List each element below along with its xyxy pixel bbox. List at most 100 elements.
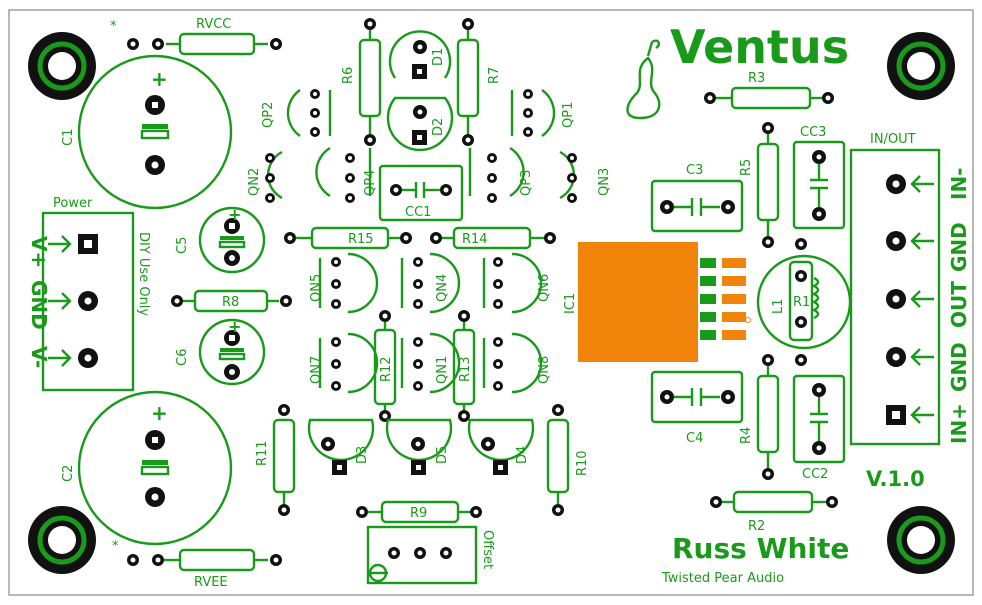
d1-label: D1 xyxy=(431,48,446,66)
r7-label: R7 xyxy=(487,67,502,84)
diode-d5 xyxy=(385,418,453,475)
r6-label: R6 xyxy=(341,67,356,84)
capacitor-c5 xyxy=(198,206,266,274)
vminus-label: V- xyxy=(27,346,51,368)
transistor-qp4 xyxy=(315,146,372,203)
power-connector xyxy=(41,211,135,392)
qn5-label: QN5 xyxy=(309,274,324,302)
gnd-bottom-label: GND xyxy=(947,342,971,392)
diode-d4 xyxy=(467,418,535,475)
transistor-qn3 xyxy=(559,150,577,203)
r13-label: R13 xyxy=(458,356,473,382)
transistor-qn6 xyxy=(482,252,543,314)
star-mark-bottom: * xyxy=(112,539,119,554)
resistor-rvee xyxy=(127,548,282,572)
resistor-r5 xyxy=(756,122,780,248)
c1-plus: + xyxy=(151,67,168,91)
qn7-label: QN7 xyxy=(309,356,324,384)
r2-label: R2 xyxy=(748,519,765,534)
star-mark-top: * xyxy=(110,19,117,34)
in-out-label: IN/OUT xyxy=(870,132,916,147)
c6-plus: + xyxy=(228,317,241,336)
c6-label: C6 xyxy=(175,349,190,366)
r5-label: R5 xyxy=(739,159,754,176)
diode-d1 xyxy=(388,30,452,79)
capacitor-c6 xyxy=(198,318,266,386)
transistor-qn8 xyxy=(482,332,543,394)
resistor-r7 xyxy=(456,18,480,146)
qp3-label: QP3 xyxy=(519,170,534,196)
gnd-top-label: GND xyxy=(947,222,971,272)
rvee-label: RVEE xyxy=(194,575,228,590)
in-plus-label: IN+ xyxy=(947,403,971,444)
mounting-hole-top-left xyxy=(28,32,96,100)
r14-label: R14 xyxy=(462,232,488,247)
mounting-hole-top-right xyxy=(887,32,955,100)
resistor-r9 xyxy=(356,500,482,524)
in-minus-label: IN- xyxy=(947,168,971,200)
diode-d3 xyxy=(307,418,375,475)
d3-label: D3 xyxy=(355,446,370,464)
transistor-qp1 xyxy=(510,89,556,137)
version-label: V.1.0 xyxy=(866,467,925,491)
c2-plus: + xyxy=(151,401,168,425)
transistor-qn7 xyxy=(318,332,379,394)
gnd-label: GND xyxy=(27,280,51,330)
r4-label: R4 xyxy=(739,427,754,444)
resistor-rvcc xyxy=(127,32,282,56)
r12-label: R12 xyxy=(379,356,394,382)
capacitor-cc3 xyxy=(792,140,846,230)
c5-plus: + xyxy=(228,205,241,224)
r10-label: R10 xyxy=(575,450,590,476)
offset-trimmer xyxy=(366,525,478,585)
resistor-r10 xyxy=(546,404,570,516)
transistor-qp3 xyxy=(468,146,525,203)
out-label: OUT xyxy=(947,281,971,328)
capacitor-cc2 xyxy=(792,374,846,464)
title: Ventus xyxy=(670,20,849,74)
offset-label: Offset xyxy=(480,530,495,569)
capacitor-c1 xyxy=(77,54,233,210)
power-label: Power xyxy=(53,196,93,211)
mounting-hole-bottom-right xyxy=(887,506,955,574)
c4-label: C4 xyxy=(686,431,703,446)
capacitor-cc1 xyxy=(378,164,464,222)
capacitor-c3 xyxy=(650,179,744,233)
author-label: Russ White xyxy=(672,532,849,565)
resistor-r6 xyxy=(358,18,382,146)
qn1-label: QN1 xyxy=(435,356,450,384)
r11-label: R11 xyxy=(255,440,270,466)
d2-label: D2 xyxy=(431,118,446,136)
capacitor-c2 xyxy=(77,390,233,546)
qp1-label: QP1 xyxy=(561,102,576,128)
r8-label: R8 xyxy=(222,295,239,310)
transistor-qn2 xyxy=(265,150,283,203)
transistor-qn1 xyxy=(400,332,461,394)
d5-label: D5 xyxy=(435,446,450,464)
resistor-r3 xyxy=(704,86,834,110)
resistor-r13 xyxy=(452,310,476,422)
diode-d2 xyxy=(386,96,454,152)
qn4-label: QN4 xyxy=(435,274,450,302)
transistor-qp2 xyxy=(286,89,332,137)
qp4-label: QP4 xyxy=(363,170,378,196)
vplus-label: V+ xyxy=(27,236,51,268)
transistor-qn4 xyxy=(400,252,461,314)
qn3-label: QN3 xyxy=(597,168,612,196)
capacitor-c4 xyxy=(650,370,744,424)
ic1-chip xyxy=(578,242,751,362)
pear-logo xyxy=(626,39,661,120)
resistor-r8 xyxy=(171,289,292,313)
mounting-hole-bottom-left xyxy=(28,506,96,574)
r1-label: R1 xyxy=(793,295,810,310)
c1-label: C1 xyxy=(61,129,76,146)
qn8-label: QN8 xyxy=(537,356,552,384)
r15-label: R15 xyxy=(348,232,374,247)
d4-label: D4 xyxy=(515,446,530,464)
company-label: Twisted Pear Audio xyxy=(661,571,784,586)
c3-label: C3 xyxy=(686,163,703,178)
qn6-label: QN6 xyxy=(537,274,552,302)
resistor-r14 xyxy=(430,226,556,250)
qn2-label: QN2 xyxy=(247,168,262,196)
